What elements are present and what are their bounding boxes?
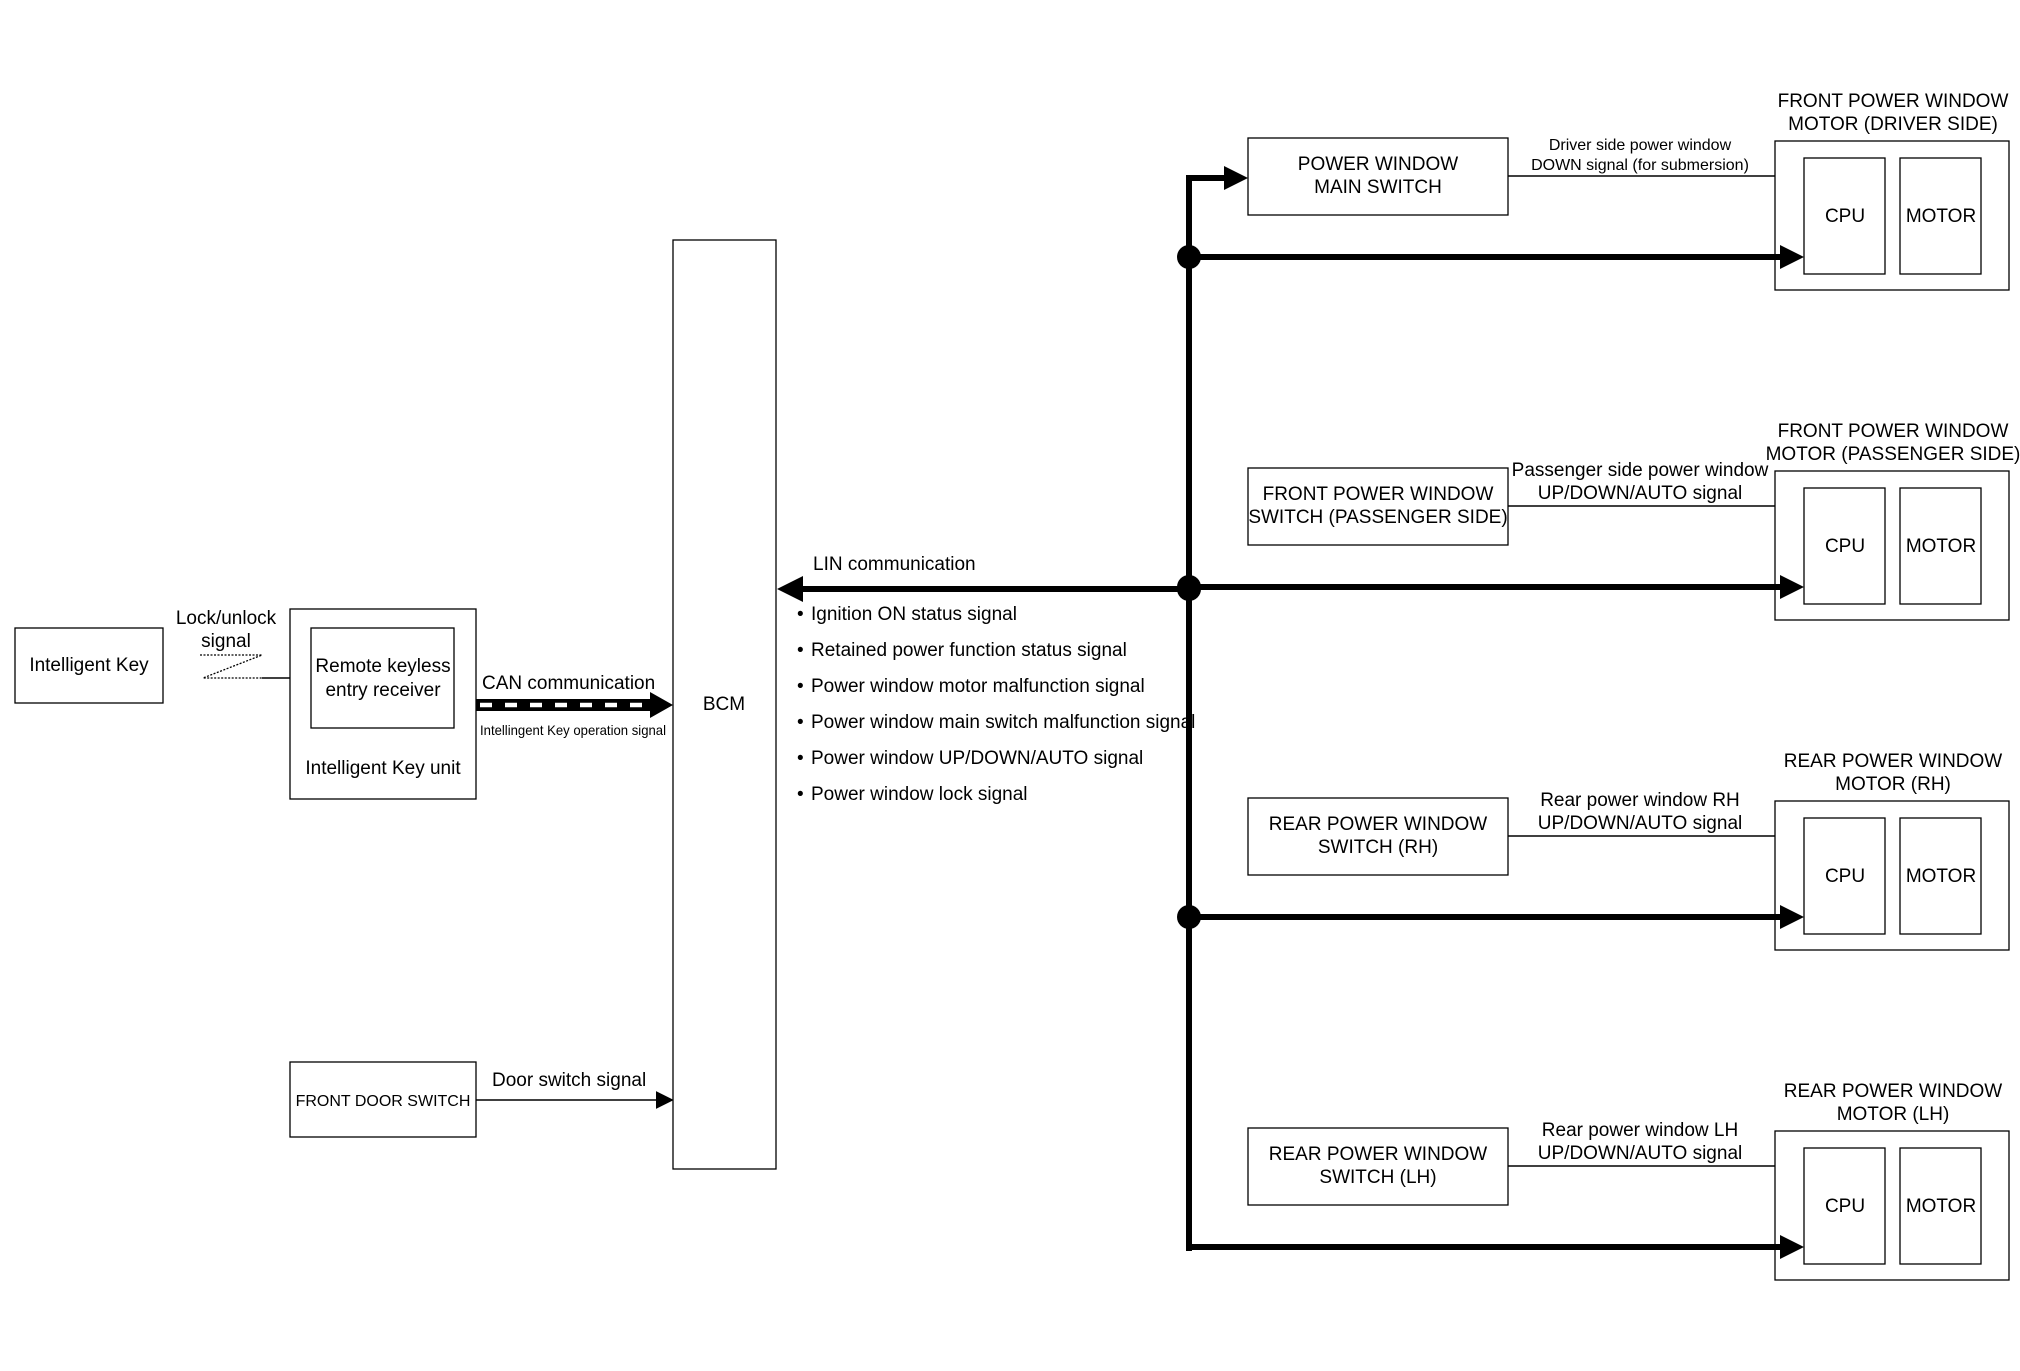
motor-label: MOTOR <box>1906 866 1976 887</box>
motor-label: MOTOR <box>1906 1196 1976 1217</box>
window-switch-label-line1: REAR POWER WINDOW <box>1269 814 1488 835</box>
lin-signal-bullet: • <box>797 604 804 625</box>
lock-unlock-label-line2: signal <box>201 631 251 652</box>
window-switch-label-line2: SWITCH (LH) <box>1319 1167 1436 1188</box>
lin-branch-arrowhead-icon <box>1780 575 1804 599</box>
lin-bus: LIN communication • Ignition ON status si… <box>777 166 1248 1251</box>
intelligent-key-unit-label: Intelligent Key unit <box>305 758 461 779</box>
intelligent-key-block: Intelligent Key <box>14 627 164 704</box>
motor-box <box>1899 1147 1982 1265</box>
lin-arrowhead-icon <box>777 576 803 602</box>
window-switch-label-line1: FRONT POWER WINDOW <box>1263 484 1494 505</box>
remote-keyless-label-line1: Remote keyless <box>315 656 450 677</box>
motor-title-line1: REAR POWER WINDOW <box>1784 1081 2003 1102</box>
window-switch-label-line1: POWER WINDOW <box>1298 154 1458 175</box>
switch-signal-label-line2: UP/DOWN/AUTO signal <box>1538 1143 1742 1164</box>
remote-keyless-receiver <box>310 627 455 729</box>
window-switch-label-line2: SWITCH (PASSENGER SIDE) <box>1248 507 1507 528</box>
intelligent-key-label: Intelligent Key <box>29 655 149 676</box>
motor-title-line1: REAR POWER WINDOW <box>1784 751 2003 772</box>
cpu-label: CPU <box>1825 536 1865 557</box>
motor-title-line2: MOTOR (DRIVER SIDE) <box>1788 114 1998 135</box>
door-switch-signal-label: Door switch signal <box>492 1070 646 1091</box>
window-switch-box <box>1247 1127 1509 1206</box>
cpu-label: CPU <box>1825 206 1865 227</box>
lin-signal-list: • Ignition ON status signal • Retained powe… <box>797 604 1195 805</box>
window-switch-box <box>1247 467 1509 546</box>
lin-signal-item: Power window motor malfunction signal <box>811 676 1145 697</box>
lin-communication-label: LIN communication <box>813 554 976 575</box>
lin-signal-item: Power window main switch malfunction sig… <box>811 712 1195 733</box>
switch-signal-label-line1: Rear power window LH <box>1542 1120 1738 1141</box>
door-switch-signal: Door switch signal <box>476 1070 674 1109</box>
cpu-label: CPU <box>1825 866 1865 887</box>
lin-signal-bullet: • <box>797 748 804 769</box>
can-communication-label: CAN communication <box>482 673 655 694</box>
lin-signal-item: Power window lock signal <box>811 784 1028 805</box>
lock-unlock-label-line1: Lock/unlock <box>176 608 277 629</box>
switch-signal-label-line1: Driver side power window <box>1549 137 1732 154</box>
window-switch-box <box>1247 797 1509 876</box>
motor-label: MOTOR <box>1906 536 1976 557</box>
wireless-zigzag-icon <box>200 654 263 679</box>
ik-operation-signal-label: Intellingent Key operation signal <box>480 722 666 738</box>
switch-signal-label-line2: UP/DOWN/AUTO signal <box>1538 483 1742 504</box>
lin-signal-item: Retained power function status signal <box>811 640 1127 661</box>
motor-title-line2: MOTOR (PASSENGER SIDE) <box>1766 444 2020 465</box>
window-switch-label-line2: MAIN SWITCH <box>1314 177 1442 198</box>
front-door-switch-label: FRONT DOOR SWITCH <box>296 1093 471 1110</box>
lin-junction-dot <box>1177 905 1201 929</box>
motor-label: MOTOR <box>1906 206 1976 227</box>
front-door-switch: FRONT DOOR SWITCH <box>289 1061 477 1138</box>
lin-signal-bullet: • <box>797 640 804 661</box>
motor-title-line1: FRONT POWER WINDOW <box>1778 91 2009 112</box>
cpu-box <box>1803 1147 1886 1265</box>
switch-signal-label-line1: Rear power window RH <box>1540 790 1740 811</box>
lin-signal-item: Power window UP/DOWN/AUTO signal <box>811 748 1143 769</box>
lin-bcm-junction-dot <box>1177 577 1201 601</box>
switch-signal-label-line2: DOWN signal (for submersion) <box>1531 157 1749 174</box>
cpu-box <box>1803 817 1886 935</box>
motor-title-line2: MOTOR (LH) <box>1837 1104 1950 1125</box>
remote-keyless-label-line2: entry receiver <box>325 680 441 701</box>
switch-signal-label-line2: UP/DOWN/AUTO signal <box>1538 813 1742 834</box>
intelligent-key-unit: Remote keyless entry receiver Intelligen… <box>289 608 477 800</box>
motor-box <box>1899 817 1982 935</box>
lin-signal-bullet: • <box>797 712 804 733</box>
cpu-label: CPU <box>1825 1196 1865 1217</box>
motor-title-line2: MOTOR (RH) <box>1835 774 1951 795</box>
window-switch-label-line2: SWITCH (RH) <box>1318 837 1438 858</box>
cpu-box <box>1803 157 1886 275</box>
window-switch-label-line1: REAR POWER WINDOW <box>1269 1144 1488 1165</box>
motor-box <box>1899 157 1982 275</box>
lin-signal-bullet: • <box>797 784 804 805</box>
can-arrowhead-icon <box>650 692 673 718</box>
lock-unlock-signal: Lock/unlock signal <box>176 608 311 687</box>
window-switch-box <box>1247 137 1509 216</box>
switch-signal-label-line1: Passenger side power window <box>1512 460 1769 481</box>
main-switch-arrowhead-icon <box>1224 166 1248 190</box>
lin-signal-bullet: • <box>797 676 804 697</box>
motor-title-line1: FRONT POWER WINDOW <box>1778 421 2009 442</box>
lin-junction-dot <box>1177 245 1201 269</box>
motor-box <box>1899 487 1982 605</box>
can-communication: CAN communication Intellingent Key opera… <box>476 673 673 738</box>
lin-signal-item: Ignition ON status signal <box>811 604 1017 625</box>
lin-branch-arrowhead-icon <box>1780 245 1804 269</box>
bcm-block: BCM <box>672 239 777 1170</box>
lin-branch-arrowhead-icon <box>1780 905 1804 929</box>
lin-branch-arrowhead-icon <box>1780 1235 1804 1259</box>
bcm-label: BCM <box>703 694 745 715</box>
cpu-box <box>1803 487 1886 605</box>
